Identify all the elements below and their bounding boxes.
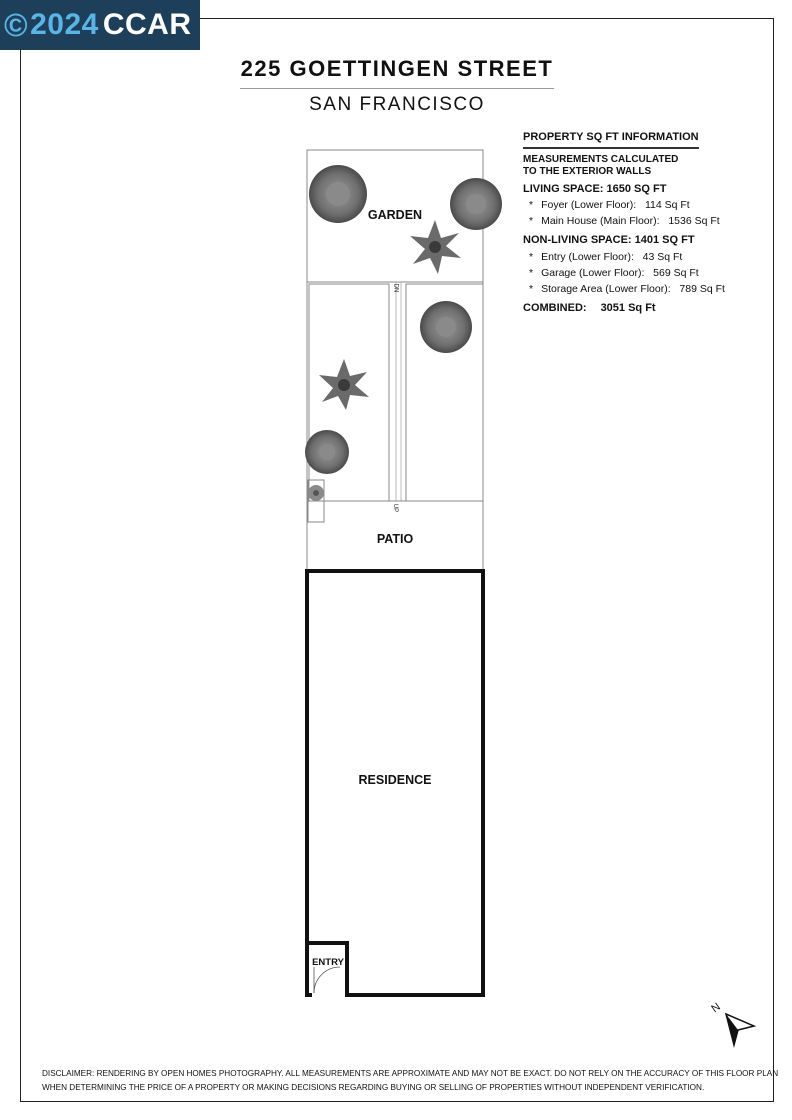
palm-icon [410, 220, 461, 274]
watermark-brand: CCAR [102, 8, 192, 41]
item-name: Storage Area (Lower Floor): [541, 282, 671, 295]
list-item: *Garage (Lower Floor): 569 Sq Ft [529, 266, 699, 279]
patio-label: PATIO [376, 532, 414, 546]
planter-pot [307, 479, 325, 523]
combined-value: 3051 Sq Ft [600, 301, 656, 314]
item-value: 569 Sq Ft [653, 266, 699, 279]
measurement-note-line-2: TO THE EXTERIOR WALLS [523, 165, 652, 177]
sqft-info-heading: PROPERTY SQ FT INFORMATION [523, 130, 699, 149]
stair-up-label: UP [392, 503, 399, 513]
watermark-year: 2024 [30, 8, 99, 41]
page-border [20, 18, 774, 1102]
property-city: SAN FRANCISCO [309, 94, 485, 115]
shrub-icon [420, 301, 472, 353]
garden-label: GARDEN [367, 208, 423, 222]
item-name: Garage (Lower Floor): [541, 266, 645, 279]
shrub-icon [309, 165, 367, 223]
title-divider [240, 88, 554, 89]
living-space-label: LIVING SPACE: 1650 SQ FT [523, 182, 667, 195]
measurement-note-line-1: MEASUREMENTS CALCULATED [523, 153, 679, 165]
shrub-icon [450, 178, 502, 230]
item-value: 43 Sq Ft [642, 250, 683, 263]
copyright-watermark: © 2024 CCAR [0, 0, 200, 50]
item-value: 789 Sq Ft [679, 282, 725, 295]
entry-walls [305, 943, 312, 997]
disclaimer-line-2: WHEN DETERMINING THE PRICE OF A PROPERTY… [42, 1083, 705, 1092]
residence-label: RESIDENCE [358, 773, 432, 787]
combined-label: COMBINED: [523, 301, 587, 314]
property-title: 225 GOETTINGEN STREET [240, 56, 554, 81]
disclaimer-line-1: DISCLAIMER: RENDERING BY OPEN HOMES PHOT… [42, 1069, 779, 1078]
list-item: *Foyer (Lower Floor): 114 Sq Ft [529, 199, 690, 211]
north-arrow-icon [724, 1012, 757, 1048]
sqft-info-panel: PROPERTY SQ FT INFORMATION MEASUREMENTS … [523, 130, 773, 316]
measurement-note: MEASUREMENTS CALCULATED TO THE EXTERIOR … [523, 154, 773, 178]
non-living-space-label: NON-LIVING SPACE: 1401 SQ FT [523, 234, 695, 246]
palm-icon [319, 359, 369, 410]
small-plant-icon [308, 485, 324, 501]
item-value: 1536 Sq Ft [668, 215, 720, 227]
item-name: Foyer (Lower Floor): [541, 199, 637, 211]
copyright-symbol: © [4, 6, 29, 43]
stair-down-label: DN [392, 283, 399, 293]
list-item: *Main House (Main Floor): 1536 Sq Ft [529, 215, 720, 227]
entry-label: ENTRY [312, 957, 344, 968]
item-value: 114 Sq Ft [644, 199, 690, 211]
combined-total: COMBINED: 3051 Sq Ft [523, 301, 773, 317]
item-name: Entry (Lower Floor): [541, 250, 634, 263]
list-item: *Storage Area (Lower Floor): 789 Sq Ft [529, 282, 725, 295]
item-name: Main House (Main Floor): [541, 215, 660, 227]
door-swing [313, 966, 341, 994]
shrub-icon [305, 430, 349, 474]
list-item: *Entry (Lower Floor): 43 Sq Ft [529, 250, 683, 263]
disclaimer: DISCLAIMER: RENDERING BY OPEN HOMES PHOT… [42, 1067, 779, 1095]
